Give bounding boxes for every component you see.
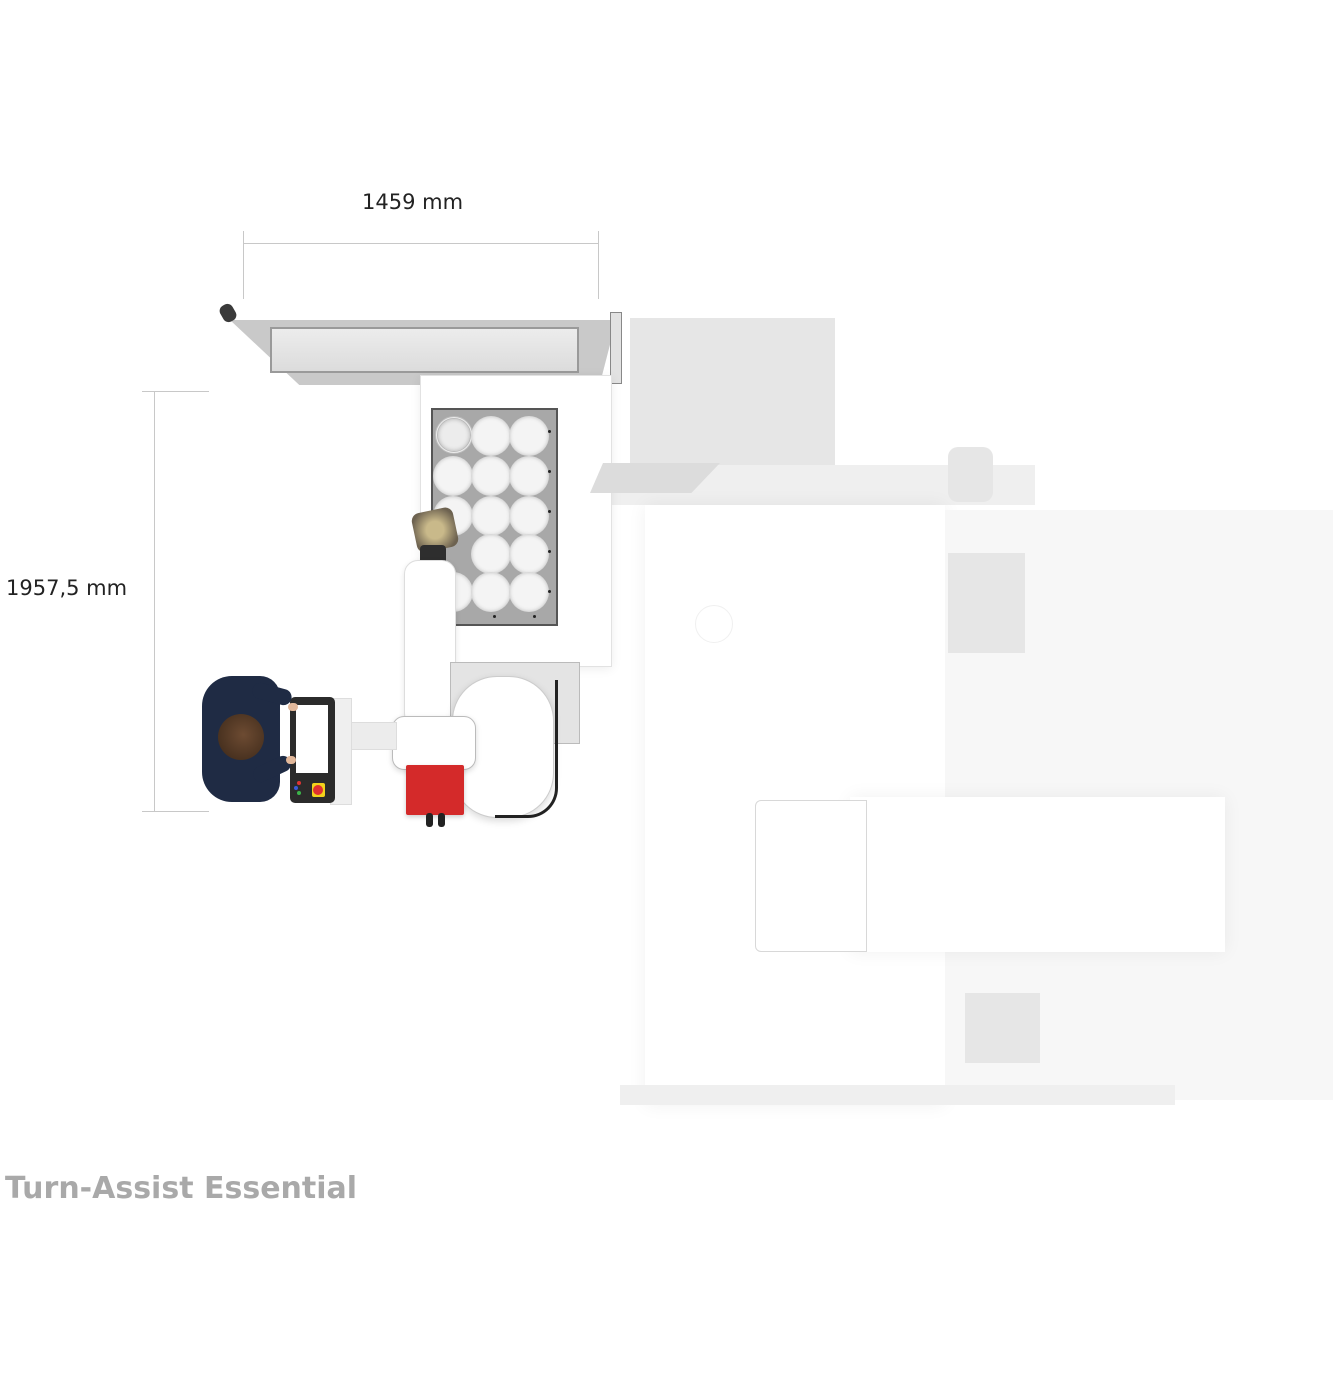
operator-person	[202, 676, 298, 802]
cell-door-frame	[217, 301, 622, 385]
machine-inner-panel-top	[948, 553, 1025, 653]
emergency-stop-button	[312, 783, 325, 797]
gripper-finger	[438, 813, 445, 827]
machine-motor	[948, 447, 993, 502]
machine-door-circle	[695, 605, 733, 643]
tray-hole	[548, 430, 551, 433]
door-post	[610, 312, 622, 384]
red-gripper-unit	[406, 765, 464, 815]
tray-hole	[493, 615, 496, 618]
robot-cable	[495, 680, 558, 818]
width-dimension-tick-left	[243, 231, 244, 299]
workpiece	[471, 572, 511, 612]
workpiece	[509, 416, 549, 456]
tray-hole	[548, 470, 551, 473]
width-dimension-line	[243, 243, 599, 244]
machine-spindle-cover	[850, 797, 1225, 952]
panel-support-arm	[345, 722, 397, 750]
workpiece	[471, 496, 511, 536]
depth-dimension-label: 1957,5 mm	[6, 576, 128, 600]
workpiece	[509, 534, 549, 574]
operator-hand	[288, 703, 298, 711]
panel-button-green	[297, 791, 301, 795]
workpiece	[471, 416, 511, 456]
operator-control-panel	[290, 697, 335, 803]
door-glass	[270, 327, 579, 373]
depth-dimension-line	[154, 391, 155, 812]
width-dimension-tick-right	[598, 231, 599, 299]
depth-dimension-tick-top	[142, 391, 209, 392]
tray-hole	[533, 615, 536, 618]
emergency-stop-cap	[313, 785, 323, 795]
width-dimension-label: 1459 mm	[362, 190, 464, 214]
tray-hole	[548, 510, 551, 513]
tray-hole	[548, 590, 551, 593]
machine-bottom-rail	[620, 1085, 1175, 1105]
workpiece	[471, 534, 511, 574]
product-caption: Turn-Assist Essential	[5, 1171, 358, 1206]
machine-top-block	[630, 318, 835, 486]
workpiece	[433, 456, 473, 496]
robot-shoulder	[392, 716, 476, 770]
machine-inner-panel-bottom	[965, 993, 1040, 1063]
machine-chuck	[755, 800, 867, 952]
gripper-finger	[426, 813, 433, 827]
tray-hole	[548, 550, 551, 553]
panel-touchscreen	[296, 705, 328, 773]
workpiece-reference	[435, 416, 473, 454]
workpiece	[509, 572, 549, 612]
machine-tool-ghost	[590, 300, 1333, 1130]
panel-button-red	[297, 781, 301, 785]
workpiece	[509, 456, 549, 496]
robot-forearm	[404, 560, 456, 727]
operator-hand	[286, 756, 296, 764]
panel-button-blue	[294, 786, 298, 790]
operator-head	[218, 714, 264, 760]
workpiece	[509, 496, 549, 536]
workpiece	[471, 456, 511, 496]
depth-dimension-tick-bottom	[142, 811, 209, 812]
